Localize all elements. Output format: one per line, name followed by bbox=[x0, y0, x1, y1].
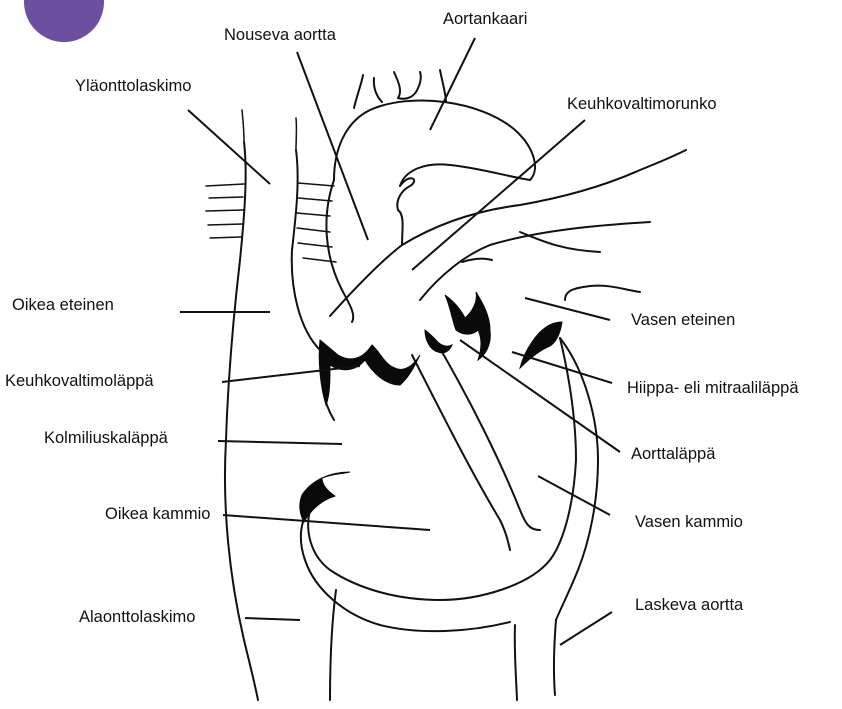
leader-nouseva-aortta bbox=[297, 52, 368, 240]
descending-aorta-right bbox=[554, 620, 556, 695]
aortic-arch-top-branch-2 bbox=[374, 78, 382, 102]
aortic-arch-top-branch-3 bbox=[394, 72, 421, 99]
leader-keuhkovaltimolappa bbox=[222, 366, 360, 382]
label-nouseva-aortta: Nouseva aortta bbox=[224, 26, 337, 44]
label-laskeva-aortta: Laskeva aortta bbox=[635, 596, 744, 614]
label-keuhkovaltimolappa: Keuhkovaltimoläppä bbox=[5, 372, 154, 390]
aortic-arch-outer bbox=[334, 100, 535, 180]
label-aorttalappa: Aorttaläppä bbox=[631, 445, 716, 463]
leader-mitraalilappa bbox=[512, 352, 612, 383]
leader-vasen-eteinen bbox=[525, 298, 610, 320]
leader-ylaonttolaskimo bbox=[188, 110, 270, 184]
leader-laskeva-aortta bbox=[560, 612, 612, 645]
right-atrium-outer-wall bbox=[225, 142, 258, 700]
leader-aorttalappa bbox=[460, 340, 620, 452]
aortic-arch-inner bbox=[400, 164, 530, 186]
heart-outline bbox=[206, 70, 686, 700]
leader-keuhkovaltimorunko bbox=[412, 120, 585, 270]
pulmonary-trunk-top bbox=[397, 178, 414, 245]
label-oikea-kammio: Oikea kammio bbox=[105, 505, 210, 523]
label-vasen-kammio: Vasen kammio bbox=[635, 513, 743, 531]
leader-oikea-kammio bbox=[223, 515, 430, 530]
pulmonary-trunk-left bbox=[330, 245, 402, 316]
label-mitraalilappa: Hiippa- eli mitraaliläppä bbox=[627, 379, 799, 397]
inferior-vena-cava-right bbox=[330, 590, 336, 700]
left-ventricle-outer bbox=[556, 338, 598, 620]
leader-kolmiliuskalappa bbox=[218, 441, 342, 444]
left-hatch bbox=[206, 184, 244, 238]
vena-cava-top-left bbox=[242, 110, 244, 142]
aortic-arch-top-branch-1 bbox=[354, 75, 363, 108]
left-atrium-outer bbox=[565, 286, 640, 300]
vena-cava-inner-wall bbox=[292, 150, 320, 350]
descending-aorta-left bbox=[515, 625, 517, 700]
tricuspid-valve-shape bbox=[300, 472, 350, 522]
label-oikea-eteinen: Oikea eteinen bbox=[12, 296, 114, 314]
label-aortankaari: Aortankaari bbox=[443, 10, 527, 28]
label-keuhkovaltimorunko: Keuhkovaltimorunko bbox=[567, 95, 717, 113]
pulmonary-valve-shape bbox=[319, 340, 420, 405]
aortic-valve-upper bbox=[445, 292, 490, 360]
label-ylaonttolaskimo: Yläonttolaskimo bbox=[75, 77, 191, 95]
label-alaonttolaskimo: Alaonttolaskimo bbox=[79, 608, 195, 626]
valves bbox=[300, 292, 562, 522]
label-vasen-eteinen: Vasen eteinen bbox=[631, 311, 735, 329]
label-kolmiliuskalappa: Kolmiliuskaläppä bbox=[44, 429, 169, 447]
aortic-valve-shape bbox=[425, 330, 452, 353]
pulmonary-branch bbox=[462, 259, 492, 262]
leader-aortankaari bbox=[430, 38, 475, 130]
leader-alaonttolaskimo bbox=[245, 618, 300, 620]
left-ventricle-wall bbox=[308, 338, 576, 600]
